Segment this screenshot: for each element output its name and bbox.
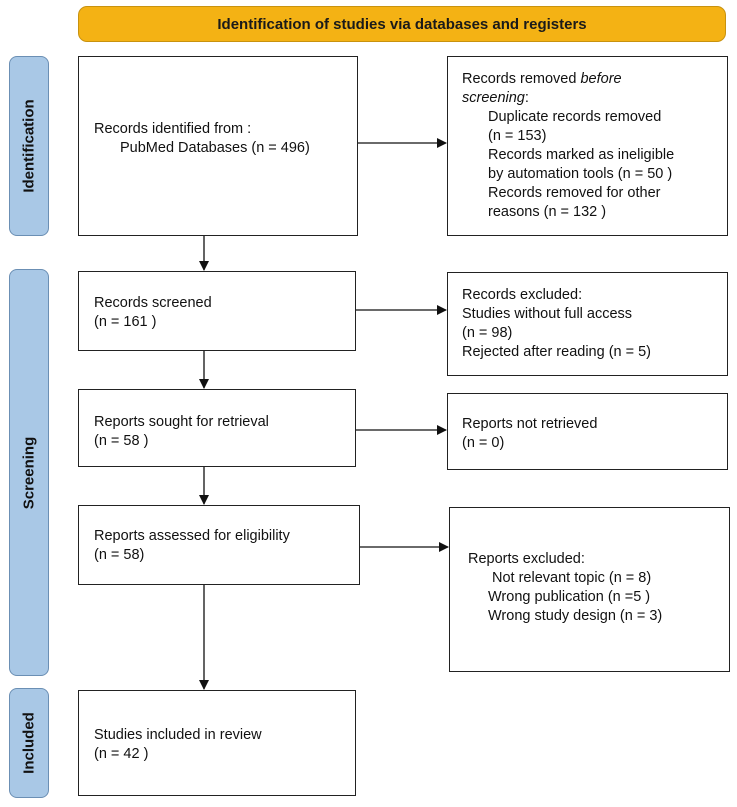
box-studies-included: Studies included in review (n = 42 ) [78, 690, 356, 796]
records-excluded-line1: Records excluded: [462, 287, 583, 303]
records-removed-line4: (n = 153) [488, 128, 547, 144]
box-records-excluded: Records excluded: Studies without full a… [447, 272, 728, 376]
phase-label-identification: Identification [20, 99, 38, 193]
box-records-identified: Records identified from : PubMed Databas… [78, 56, 358, 236]
records-removed-line1: Records removed before [462, 71, 622, 87]
records-removed-line3: Duplicate records removed [488, 109, 662, 125]
records-screened-line1: Records screened [94, 295, 212, 311]
box-reports-not-retrieved: Reports not retrieved (n = 0) [447, 393, 728, 470]
records-excluded-line2: Studies without full access [462, 306, 633, 322]
phase-identification: Identification [9, 56, 49, 236]
studies-included-line1: Studies included in review [94, 727, 262, 743]
reports-excluded-line1: Reports excluded: [468, 551, 585, 567]
reports-sought-line2: (n = 58 ) [94, 433, 149, 449]
reports-assessed-line1: Reports assessed for eligibility [94, 528, 290, 544]
records-identified-line1: Records identified from : [94, 121, 252, 137]
diagram-header: Identification of studies via databases … [78, 6, 726, 42]
records-removed-line7: Records removed for other [488, 185, 661, 201]
phase-included: Included [9, 688, 49, 798]
records-excluded-line3: (n = 98) [462, 325, 513, 341]
records-identified-line2: PubMed Databases (n = 496) [120, 140, 310, 156]
box-reports-sought: Reports sought for retrieval (n = 58 ) [78, 389, 356, 467]
records-removed-line6: by automation tools (n = 50 ) [488, 166, 673, 182]
box-records-removed: Records removed before screening: Duplic… [447, 56, 728, 236]
reports-excluded-line4: Wrong study design (n = 3) [488, 608, 663, 624]
reports-excluded-line2: Not relevant topic (n = 8) [492, 570, 652, 586]
box-reports-assessed: Reports assessed for eligibility (n = 58… [78, 505, 360, 585]
reports-excluded-line3: Wrong publication (n =5 ) [488, 589, 651, 605]
reports-sought-line1: Reports sought for retrieval [94, 414, 269, 430]
records-removed-line8: reasons (n = 132 ) [488, 204, 607, 220]
reports-assessed-line2: (n = 58) [94, 547, 145, 563]
box-reports-excluded: Reports excluded: Not relevant topic (n … [449, 507, 730, 672]
phase-screening: Screening [9, 269, 49, 676]
phase-label-screening: Screening [20, 436, 38, 509]
records-removed-line2: screening: [462, 90, 529, 106]
studies-included-line2: (n = 42 ) [94, 746, 149, 762]
records-screened-line2: (n = 161 ) [94, 314, 157, 330]
records-removed-line5: Records marked as ineligible [488, 147, 675, 163]
reports-not-retrieved-line2: (n = 0) [462, 435, 505, 451]
box-records-screened: Records screened (n = 161 ) [78, 271, 356, 351]
records-excluded-line4: Rejected after reading (n = 5) [462, 344, 652, 360]
reports-not-retrieved-line1: Reports not retrieved [462, 416, 598, 432]
phase-label-included: Included [20, 712, 38, 774]
header-title: Identification of studies via databases … [217, 15, 587, 33]
